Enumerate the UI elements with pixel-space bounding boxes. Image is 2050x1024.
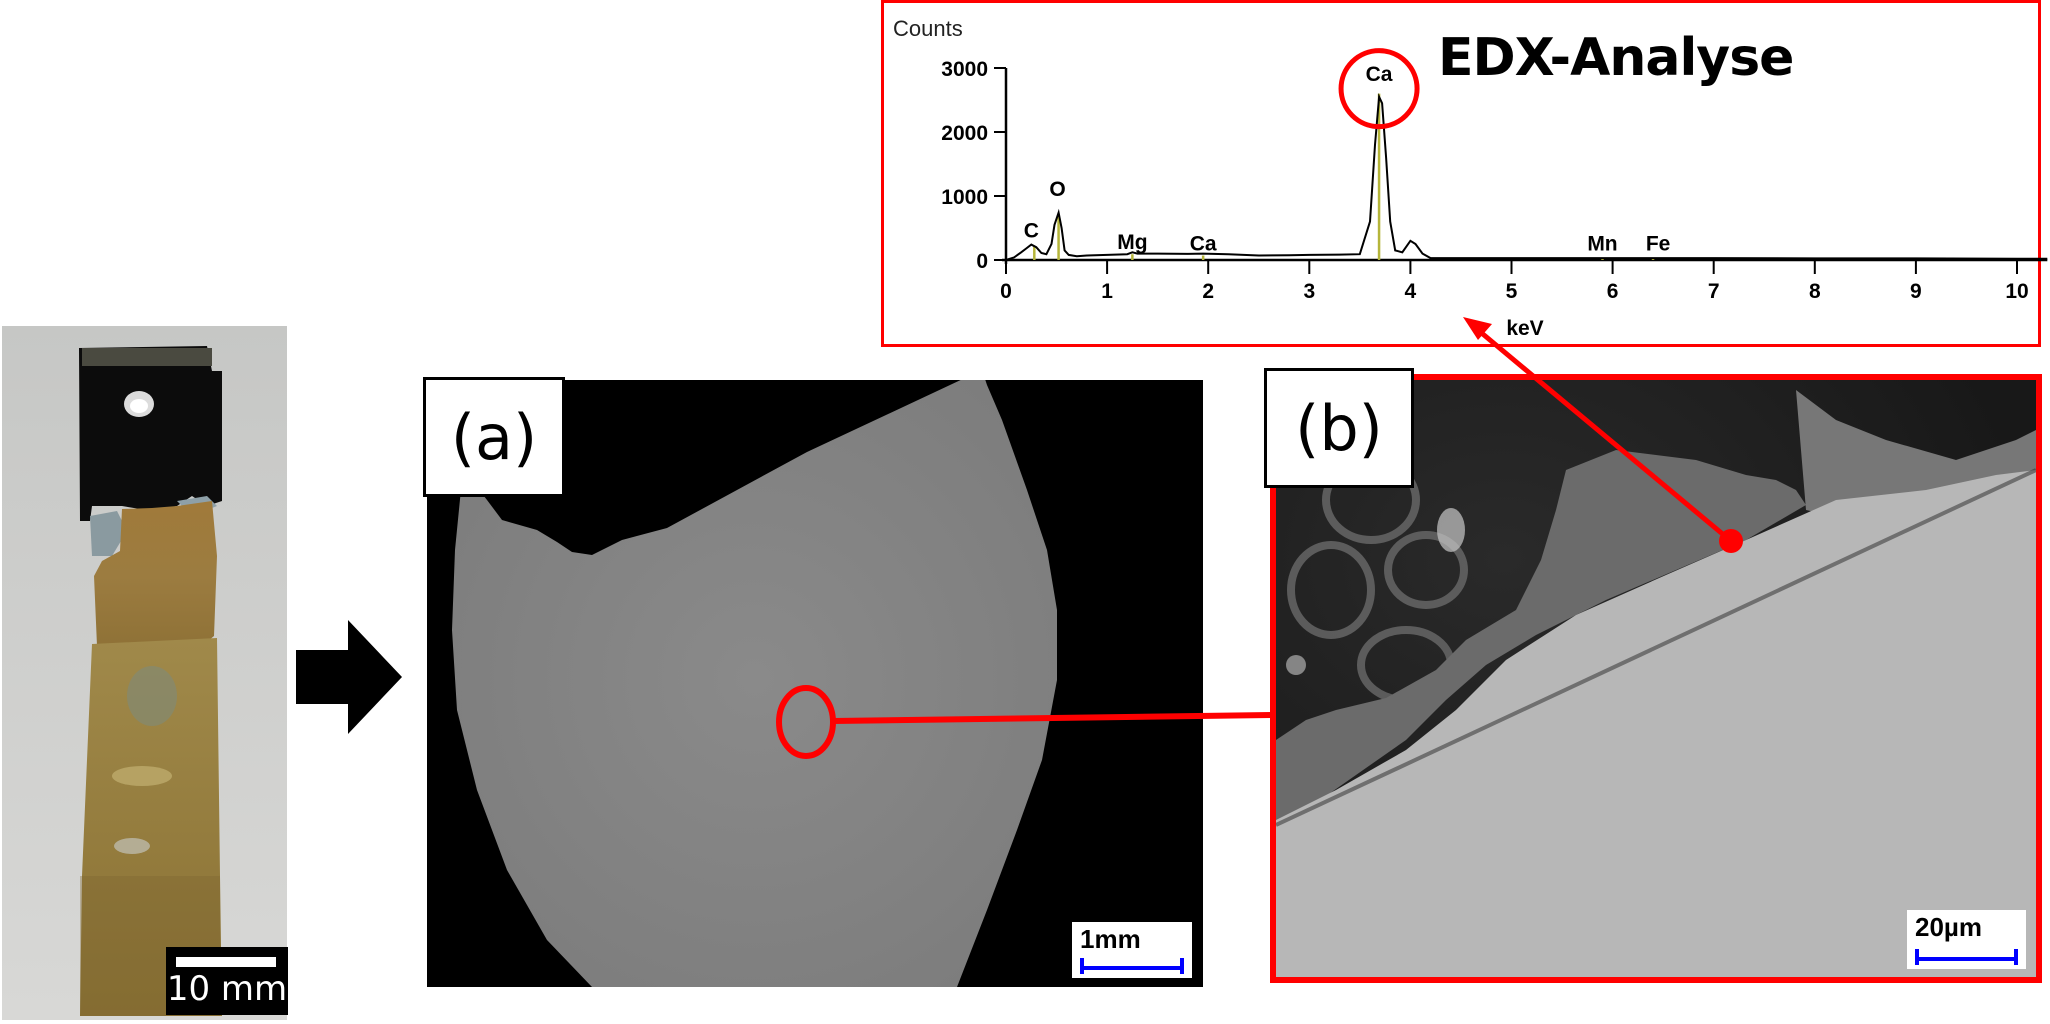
panel-a-scale-label: 1mm xyxy=(1080,924,1141,954)
scale-line xyxy=(1080,966,1184,970)
y-tick-label: 3000 xyxy=(941,58,988,81)
edx-spectrum-panel xyxy=(881,0,2041,347)
y-axis-label: Counts xyxy=(893,16,963,41)
right-arrow-icon xyxy=(296,620,402,734)
x-tick-label: 5 xyxy=(1506,280,1518,303)
y-tick-label: 0 xyxy=(976,250,988,273)
x-tick-label: 6 xyxy=(1607,280,1619,303)
peak-label: O xyxy=(1049,178,1065,201)
scale-cap-right xyxy=(2014,949,2018,965)
sample-photo xyxy=(2,326,287,1020)
x-tick-label: 1 xyxy=(1101,280,1113,303)
scale-cap-right xyxy=(1180,958,1184,974)
edx-title: EDX-Analyse xyxy=(1438,28,1794,88)
x-tick-label: 0 xyxy=(1000,280,1012,303)
photo-scale-label: 10 mm xyxy=(166,969,288,1009)
x-axis-label: keV xyxy=(1506,317,1543,340)
peak-label: Mg xyxy=(1117,231,1147,254)
scale-cap-left xyxy=(1080,958,1084,974)
peak-label: Ca xyxy=(1366,63,1393,86)
panel-b-scale-bar: 20µm xyxy=(1907,910,2026,969)
x-tick-label: 10 xyxy=(2005,280,2028,303)
peak-label: Ca xyxy=(1190,232,1217,255)
corroded-bracket-image xyxy=(2,326,287,1020)
spectrum-line xyxy=(1005,92,2048,261)
y-tick-label: 1000 xyxy=(941,186,988,209)
panel-b-scale-label: 20µm xyxy=(1915,912,1983,942)
panel-b-label: (b) xyxy=(1264,368,1414,488)
panel-a-scale-bar: 1mm xyxy=(1072,922,1192,978)
peak-label: C xyxy=(1024,220,1039,243)
cross-section-image xyxy=(427,380,1203,987)
x-tick-label: 3 xyxy=(1303,280,1315,303)
photo-scale-bar: 10 mm xyxy=(166,947,288,1015)
scale-line xyxy=(1915,957,2018,961)
edx-spectrum-chart: Counts 0 1000 2000 3000 0 1 2 3 4 5 6 7 8 9 10 keV CO Mg Ca… xyxy=(893,16,2048,340)
scale-cap-left xyxy=(1915,949,1919,965)
x-tick-label: 2 xyxy=(1202,280,1214,303)
peak-label: Mn xyxy=(1587,232,1617,255)
panel-a-label: (a) xyxy=(423,377,565,497)
x-tick-label: 8 xyxy=(1809,280,1821,303)
x-tick-label: 7 xyxy=(1708,280,1720,303)
x-tick-label: 4 xyxy=(1405,280,1417,303)
y-tick-label: 2000 xyxy=(941,122,988,145)
ca-peak-highlight xyxy=(1338,48,1420,130)
peak-label: Fe xyxy=(1646,232,1671,255)
scale-line xyxy=(176,957,276,967)
x-tick-label: 9 xyxy=(1910,280,1922,303)
